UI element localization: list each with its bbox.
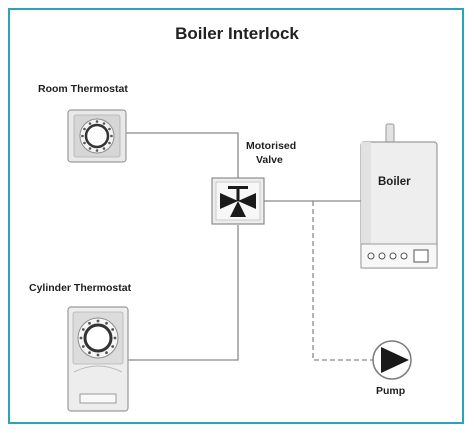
motorised-valve-label-line1: Motorised bbox=[246, 140, 297, 152]
pump-wire-dashed bbox=[312, 201, 374, 361]
motorised-valve-label-line2: Valve bbox=[256, 154, 283, 166]
room-thermostat-label: Room Thermostat bbox=[38, 83, 128, 95]
room-thermostat bbox=[67, 109, 127, 163]
room-thermostat-wire bbox=[126, 132, 239, 178]
pump-label: Pump bbox=[376, 385, 406, 397]
pump bbox=[372, 340, 412, 380]
boiler bbox=[360, 123, 438, 269]
diagram-title: Boiler Interlock bbox=[175, 24, 299, 43]
cylinder-thermostat-label: Cylinder Thermostat bbox=[29, 282, 132, 294]
motorised-valve bbox=[211, 177, 265, 225]
cylinder-thermostat bbox=[67, 306, 129, 412]
wiring bbox=[126, 132, 374, 361]
cylinder-thermostat-wire bbox=[128, 225, 239, 361]
boiler-label: Boiler bbox=[378, 176, 411, 188]
